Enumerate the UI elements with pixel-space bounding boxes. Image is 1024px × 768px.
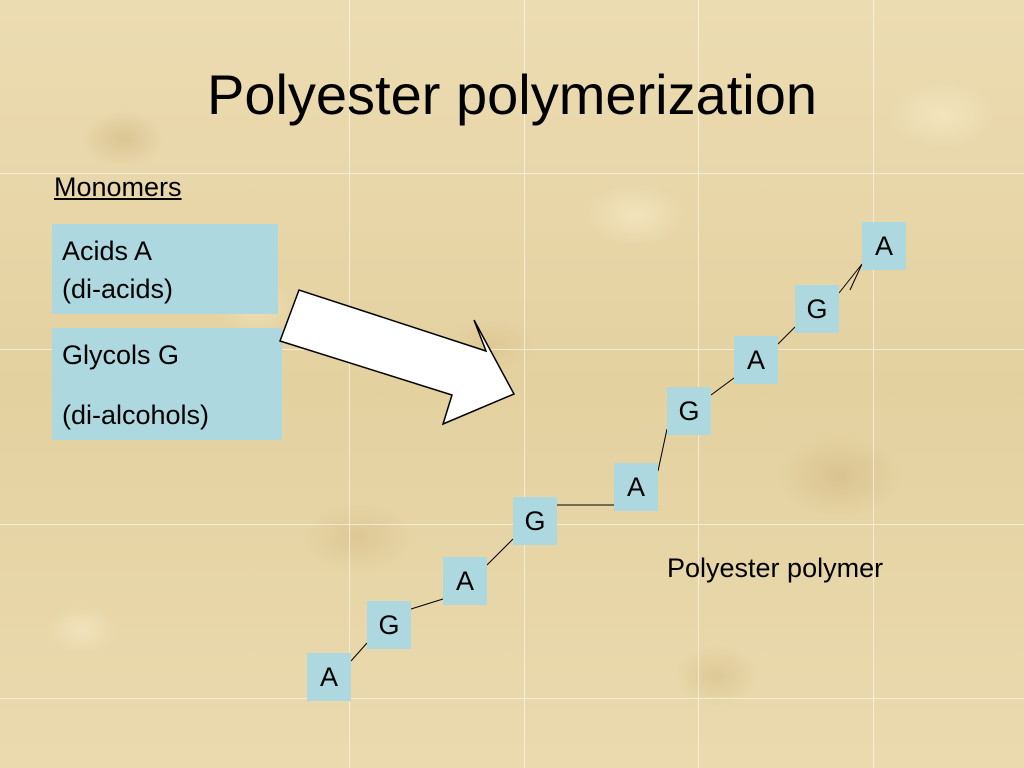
glycols-monomer-box: Glycols G (di-alcohols) xyxy=(52,328,282,440)
chain-bond xyxy=(486,538,514,566)
polymer-unit-glycol: G xyxy=(513,497,557,545)
glycols-sublabel: (di-alcohols) xyxy=(62,400,210,430)
block-arrow-icon xyxy=(279,289,516,426)
polymer-unit-acid: A xyxy=(443,557,487,605)
chain-bond xyxy=(410,598,444,610)
chain-bond xyxy=(777,326,796,345)
tile-seam xyxy=(0,524,1024,525)
polymer-unit-acid: A xyxy=(734,336,778,384)
acids-sublabel: (di-acids) xyxy=(62,274,174,304)
polymer-unit-glycol: G xyxy=(795,285,839,333)
polymer-bonds xyxy=(350,263,863,662)
slide-title: Polyester polymerization xyxy=(206,63,818,126)
acids-label: Acids A xyxy=(62,236,153,266)
glycols-label: Glycols G xyxy=(62,340,180,370)
chain-bond xyxy=(710,377,735,396)
chain-bond xyxy=(350,642,368,662)
tile-seam xyxy=(524,0,525,768)
chain-bond xyxy=(657,428,668,472)
tile-seam xyxy=(349,0,350,768)
polymer-unit-acid: A xyxy=(307,653,351,701)
tile-seam xyxy=(0,698,1024,699)
polymer-label: Polyester polymer xyxy=(667,553,884,583)
chain-bond xyxy=(849,263,863,291)
polymer-unit-glycol: G xyxy=(667,387,711,435)
polymer-unit-glycol: G xyxy=(367,601,411,649)
acids-monomer-box: Acids A (di-acids) xyxy=(52,224,278,314)
tile-seam xyxy=(698,0,699,768)
tile-seam xyxy=(0,349,1024,350)
chain-bond xyxy=(838,263,863,294)
tile-seam xyxy=(873,0,874,768)
polymer-unit-acid: A xyxy=(862,222,906,270)
monomers-heading: Monomers xyxy=(54,172,182,202)
tile-seam xyxy=(0,173,1024,174)
polymer-unit-acid: A xyxy=(614,463,658,511)
